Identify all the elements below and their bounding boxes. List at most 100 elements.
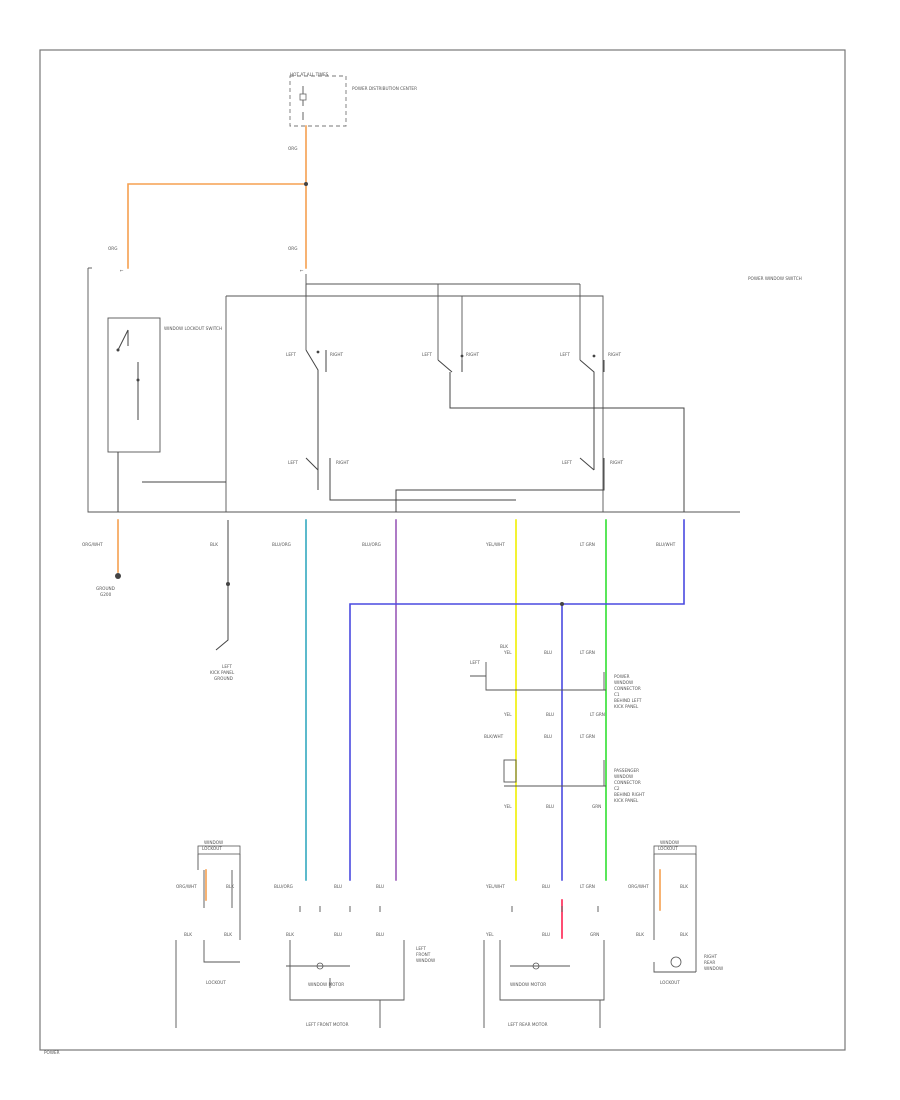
bot-6-label: YEL/WHT [485, 884, 505, 889]
upper-switch-contacts [305, 349, 685, 512]
pin-g-label: GRN [590, 932, 599, 937]
connector-c2-label-f: KICK PANEL [614, 798, 639, 803]
connector-mark: ← [300, 268, 304, 273]
connector-c2-label-b: WINDOW [614, 774, 633, 779]
connector-c2 [503, 759, 606, 787]
lf-window-label-3: WINDOW [416, 958, 435, 963]
svg-text:LEFT: LEFT [470, 660, 480, 665]
black-ground-wire [215, 520, 229, 651]
lower2-right-label: RIGHT [610, 460, 624, 465]
connector-mark: ← [120, 268, 124, 273]
switch-contact-icon [116, 348, 120, 352]
bot-7-label: BLU [542, 884, 550, 889]
pin-b-label: BLK [224, 932, 232, 937]
connector-c1-label-b: WINDOW [614, 680, 633, 685]
mid-b-label: YEL [503, 650, 512, 655]
mid3-a-label: YEL [503, 804, 512, 809]
lower-left-label: LEFT [288, 460, 298, 465]
motor-right-label-2: LEFT REAR MOTOR [508, 1022, 548, 1027]
ground-top-left-label-2: LOCKOUT [202, 846, 222, 851]
hot-at-all-times-label: HOT AT ALL TIMES [290, 72, 329, 77]
bot-8-label: LT GRN [580, 884, 595, 889]
left-front-window-motor [175, 940, 405, 1028]
pin-j-label: BLK [680, 932, 688, 937]
rr-window-label: RIGHT [704, 954, 718, 959]
mid-a-label: BLK [500, 644, 508, 649]
lower-switch-contacts [142, 440, 605, 512]
connector-c1-label-d: C1 [614, 692, 620, 697]
power-window-switch-box [87, 267, 740, 513]
bot-3-label: BLU/ORG [274, 884, 293, 889]
pin-d-label: BLU [334, 932, 342, 937]
connector-c1: LEFT [470, 660, 606, 691]
conn-3-label: BLU/ORG [272, 542, 291, 547]
pin-e-label: YEL [485, 932, 494, 937]
ground-lower-label-3: GROUND [214, 676, 233, 681]
window-lockout-switch-label: WINDOW LOCKOUT SWITCH [164, 326, 222, 331]
fuse-box-label: POWER DISTRIBUTION CENTER [352, 86, 417, 91]
ground-label-2: G200 [100, 592, 112, 597]
splice-dot-icon [226, 582, 230, 586]
window-lockout-switch [107, 317, 161, 512]
mid-d-label: LT GRN [580, 650, 595, 655]
switch-contact-icon [460, 354, 464, 358]
wire-label-left-top: ORG [108, 246, 117, 251]
ground-label: GROUND [96, 586, 115, 591]
bottom-divider [379, 1000, 601, 1028]
left-lockout-switch [197, 845, 241, 963]
left-rear-window-motor [483, 940, 605, 1028]
splice-dot-icon [304, 182, 308, 186]
mid2-f-label: LT GRN [580, 734, 595, 739]
bottom-connector-ticks [299, 906, 599, 912]
motor-icon [532, 962, 540, 970]
connector-c2-label-c: CONNECTOR [614, 780, 641, 785]
motor-icon [316, 962, 324, 970]
pin-a-label: BLK [184, 932, 192, 937]
switch-contact-icon [592, 354, 596, 358]
bot-2-label: BLK [226, 884, 234, 889]
sw1-left-label: LEFT [286, 352, 296, 357]
diagram-frame [39, 49, 846, 1051]
lf-window-label-2: FRONT [416, 952, 431, 957]
sw2-right-label: RIGHT [466, 352, 480, 357]
mid2-a-label: YEL [503, 712, 512, 717]
motor-right-label: WINDOW MOTOR [510, 982, 546, 987]
lockout-right-label: LOCKOUT [660, 980, 680, 985]
conn-1-label: ORG/WHT [82, 542, 103, 547]
connector-c1-label-a: POWER [614, 674, 630, 679]
mid3-b-label: BLU [546, 804, 554, 809]
ground-lower-label: LEFT [222, 664, 232, 669]
mid2-e-label: BLU [544, 734, 552, 739]
wire-label-mid-top: ORG [288, 246, 297, 251]
connector-c1-label-e: BEHIND LEFT [614, 698, 642, 703]
lf-window-label: LEFT [416, 946, 426, 951]
bot-4-label: BLU [334, 884, 342, 889]
motor-left-label: WINDOW MOTOR [308, 982, 344, 987]
lower2-left-label: LEFT [562, 460, 572, 465]
motor-left-label-2: LEFT FRONT MOTOR [306, 1022, 349, 1027]
switch-contact-icon [136, 378, 140, 382]
sw3-left-label: LEFT [560, 352, 570, 357]
mid-c-label: BLU [544, 650, 552, 655]
ground-lower-label-2: KICK PANEL [210, 670, 235, 675]
conn-6-label: LT GRN [580, 542, 595, 547]
motor-icon [670, 956, 682, 968]
pin-h-label: BLK [636, 932, 644, 937]
footer-label: POWER [44, 1050, 60, 1055]
mid3-c-label: GRN [592, 804, 601, 809]
lockout-left-label: LOCKOUT [206, 980, 226, 985]
splice-dot-icon [560, 602, 564, 606]
connector-c2-label-a: PASSENGER [614, 768, 639, 773]
mid2-c-label: LT GRN [590, 712, 605, 717]
connector-c1-label-c: CONNECTOR [614, 686, 641, 691]
pin-i-label: BLU [376, 932, 384, 937]
mid2-b-label: BLU [546, 712, 554, 717]
conn-2-label: BLK [210, 542, 218, 547]
connector-c2-label-d: C2 [614, 786, 620, 791]
connector-c2-label-e: BEHIND RIGHT [614, 792, 645, 797]
orange-feed-wire [127, 125, 307, 269]
switch-contact-icon [316, 350, 320, 354]
fuse-block [289, 75, 347, 127]
bot-9-label: ORG/WHT [628, 884, 649, 889]
